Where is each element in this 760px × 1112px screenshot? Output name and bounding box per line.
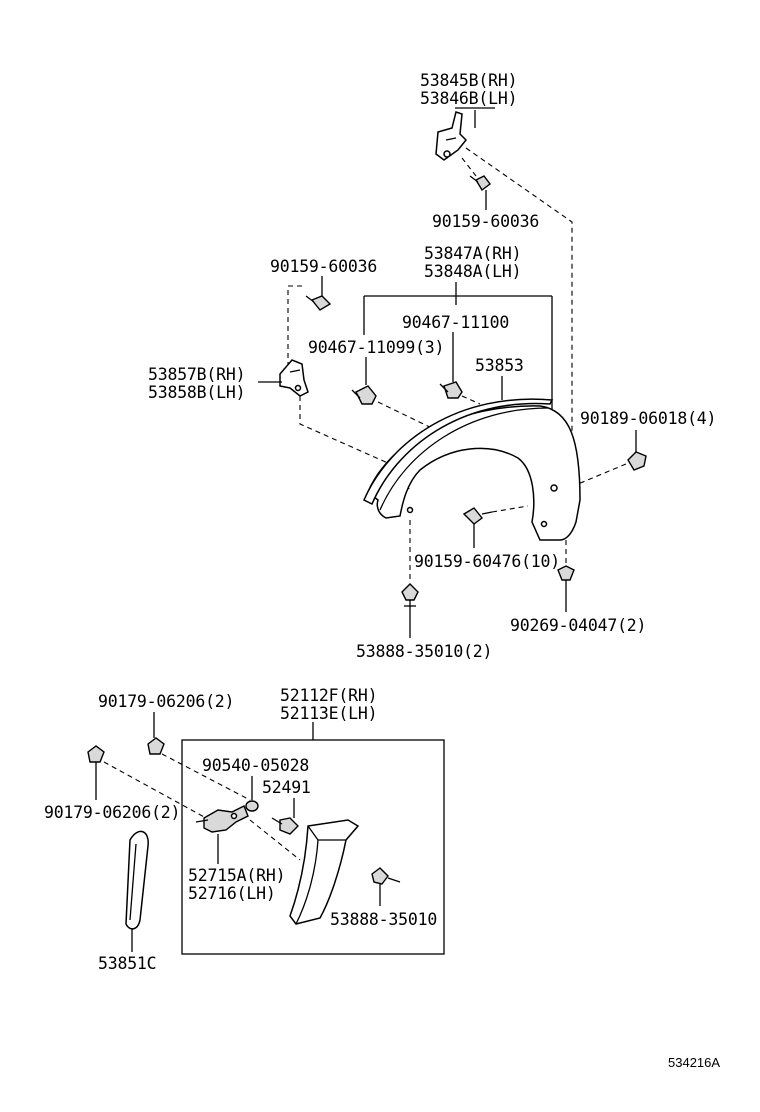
bolt-icon — [469, 175, 491, 192]
nut-icon — [627, 451, 647, 471]
dashed-guide — [299, 396, 411, 491]
part-number-label: 53888-35010(2) — [356, 642, 493, 661]
part-number-label: 53846B(LH) — [420, 89, 518, 108]
clip-icon — [439, 381, 463, 399]
dashed-guide — [103, 761, 207, 819]
part-number-label: 52113E(LH) — [280, 704, 378, 723]
part-number-label: 52112F(RH) — [280, 686, 378, 705]
diagram-reference-code: 534216A — [668, 1055, 721, 1070]
dashed-guide — [161, 753, 251, 801]
part-number-label: 90467-11099(3) — [308, 338, 445, 357]
part-number-label: 52716(LH) — [188, 884, 276, 903]
screw-icon — [462, 507, 493, 525]
side-bracket-icon — [279, 359, 309, 397]
part-number-label: 90269-04047(2) — [510, 616, 647, 635]
part-number-label: 90467-11100 — [402, 313, 510, 332]
dashed-guide — [287, 285, 302, 364]
part-number-label: 53847A(RH) — [424, 244, 522, 263]
part-number-label: 53853 — [475, 356, 524, 375]
part-number-label: 53845B(RH) — [420, 71, 518, 90]
part-number-label: 90159-60476(10) — [414, 552, 561, 571]
bolt-icon — [305, 295, 332, 311]
upper-bracket-icon — [435, 111, 468, 161]
part-number-label: 52715A(RH) — [188, 866, 286, 885]
dashed-guide — [249, 819, 301, 861]
mounting-bracket-icon — [195, 805, 249, 833]
dashed-guide — [461, 157, 477, 177]
part-number-label: 90540-05028 — [202, 756, 310, 775]
part-number-label: 53848A(LH) — [424, 262, 522, 281]
part-number-label: 53851C — [98, 954, 157, 973]
part-number-label: 90179-06206(2) — [44, 803, 181, 822]
grommet-icon — [271, 817, 299, 835]
part-number-label: 53858B(LH) — [148, 383, 246, 402]
mudguard-icon — [289, 819, 360, 925]
rivet-icon — [557, 565, 575, 612]
dashed-guide — [465, 147, 573, 443]
dashed-guide — [577, 463, 627, 485]
clip-icon — [147, 737, 165, 755]
part-number-label: 90159-60036 — [270, 257, 378, 276]
fastener-icon — [401, 583, 419, 612]
part-number-label: 90159-60036 — [432, 212, 540, 231]
dashed-guide — [491, 505, 529, 513]
part-number-label: 52491 — [262, 778, 311, 797]
fastener-icon — [371, 867, 401, 885]
washer-icon — [245, 800, 259, 812]
part-number-label: 53888-35010 — [330, 910, 438, 929]
dashed-guide — [461, 395, 481, 405]
clip-icon — [351, 385, 377, 405]
part-number-label: 90179-06206(2) — [98, 692, 235, 711]
clip-icon — [87, 745, 105, 763]
moulding-icon — [125, 830, 149, 930]
part-number-label: 53857B(RH) — [148, 365, 246, 384]
part-number-label: 90189-06018(4) — [580, 409, 717, 428]
fender-flare-icon — [363, 398, 581, 541]
